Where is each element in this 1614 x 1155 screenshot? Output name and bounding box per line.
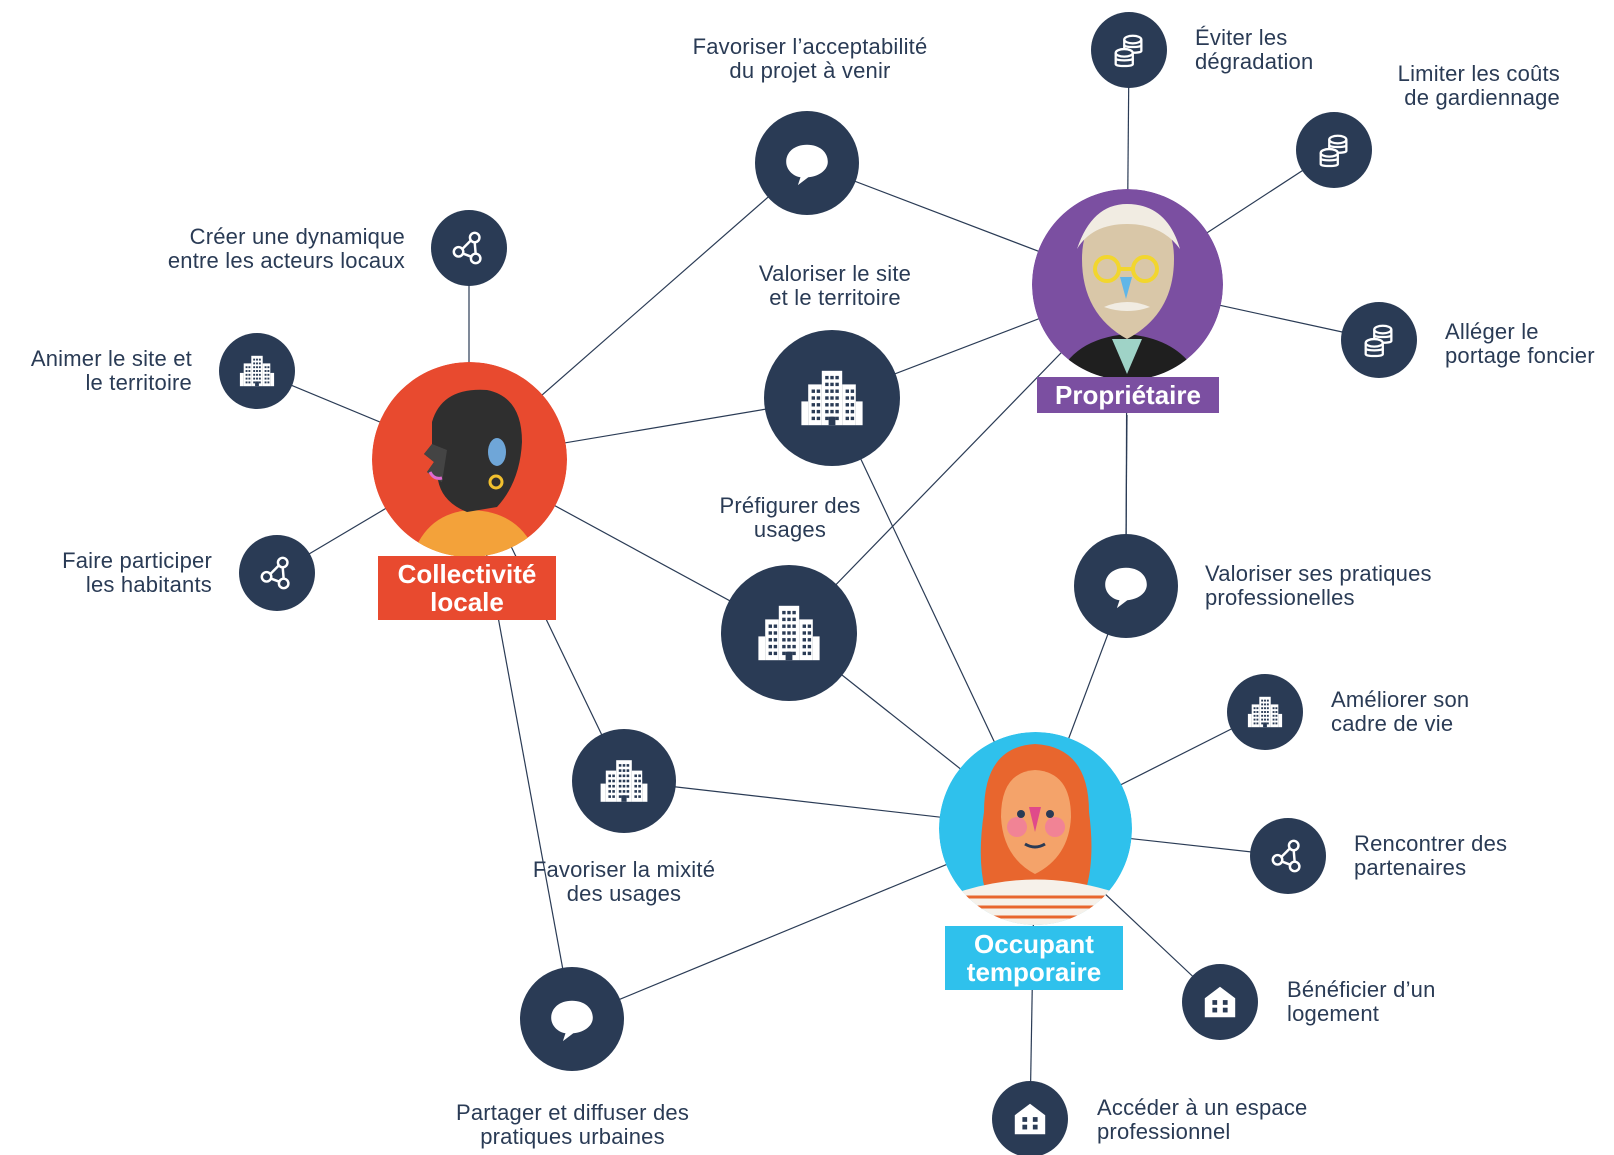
goal-label: Créer une dynamique entre les acteurs lo… [167,224,405,273]
buildings-icon [798,364,866,432]
goal-node [572,729,676,833]
goal-node [1341,302,1417,378]
goal-node [992,1081,1068,1155]
goal-label: Favoriser la mixité des usages [532,857,716,906]
goal-node [1250,818,1326,894]
goal-label: Limiter les coûts de gardiennage [1397,61,1560,110]
buildings-icon [1246,693,1284,731]
proprietaire-portrait [1032,189,1223,380]
goal-label: Préfigurer des usages [719,493,861,542]
goal-node [1091,12,1167,88]
house-icon [1201,983,1239,1021]
occupant-portrait [939,732,1132,925]
goal-label: Bénéficier d’un logement [1287,977,1436,1026]
speech-bubble-icon [781,137,833,189]
goal-node [1227,674,1303,750]
coins-icon [1315,131,1353,169]
buildings-icon [755,599,823,667]
goal-label: Éviter les dégradation [1195,25,1314,74]
goal-node [764,330,900,466]
network-icon [450,229,488,267]
goal-label: Valoriser le site et le territoire [758,261,912,310]
goal-label: Alléger le portage foncier [1445,319,1595,368]
goal-node [1296,112,1372,188]
goal-node [219,333,295,409]
goal-label: Favoriser l’acceptabilité du projet à ve… [692,34,928,83]
goal-node [721,565,857,701]
goal-node [1182,964,1258,1040]
goal-label: Rencontrer des partenaires [1354,831,1508,880]
link-line [1125,414,1128,535]
speech-bubble-icon [546,993,598,1045]
buildings-icon [598,755,650,807]
goal-node [431,210,507,286]
goal-node [1074,534,1178,638]
network-icon [258,554,296,592]
speech-bubble-icon [1100,560,1152,612]
collectivite-portrait [372,362,567,557]
goal-node [520,967,624,1071]
buildings-icon [238,352,276,390]
goal-node [239,535,315,611]
coins-icon [1360,321,1398,359]
proprietaire-label: Propriétaire [1037,377,1219,413]
goal-label: Animer le site et le territoire [30,346,192,395]
house-icon [1011,1100,1049,1138]
goal-label: Améliorer son cadre de vie [1331,687,1470,736]
goal-label: Partager et diffuser des pratiques urbai… [455,1100,690,1149]
network-icon [1269,837,1307,875]
goal-label: Faire participer les habitants [62,548,212,597]
coins-icon [1110,31,1148,69]
collectivite-label: Collectivité locale [378,556,556,620]
goal-label: Valoriser ses pratiques professionelles [1205,561,1432,610]
occupant-label: Occupant temporaire [945,926,1123,990]
goal-label: Accéder à un espace professionnel [1097,1095,1308,1144]
goal-node [755,111,859,215]
